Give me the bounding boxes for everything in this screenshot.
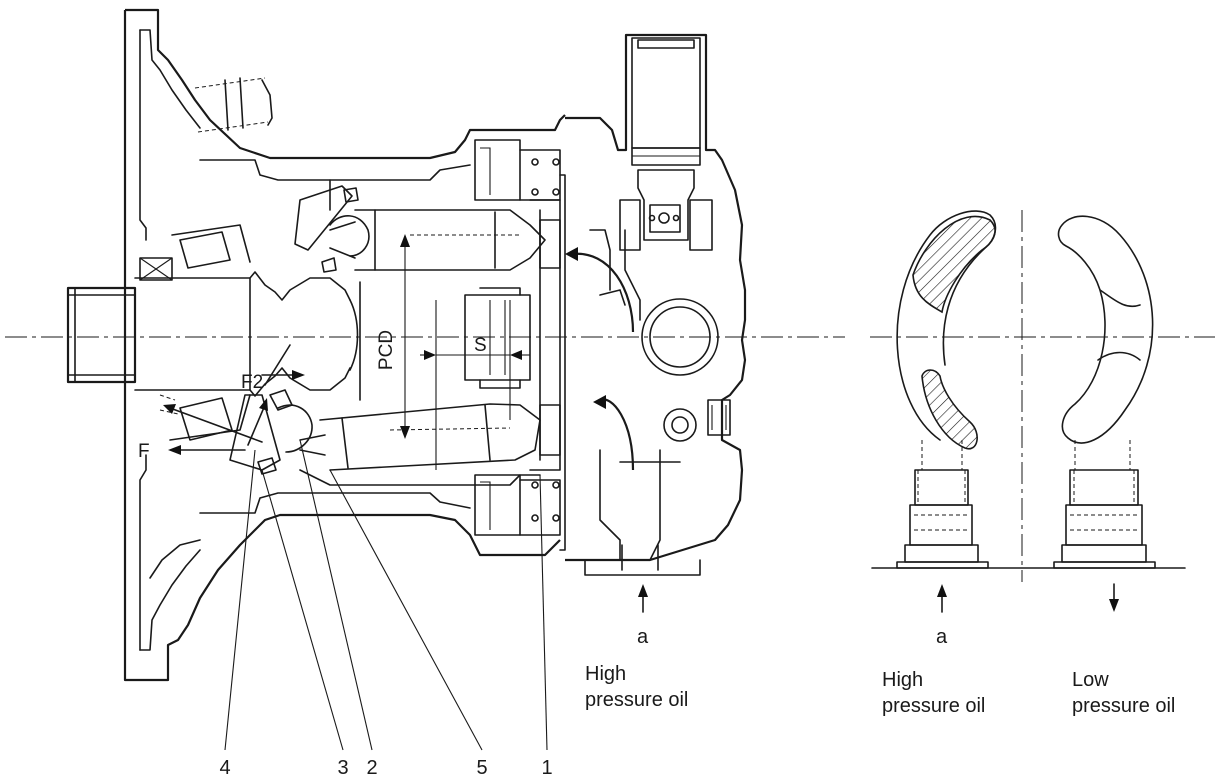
pcd-dimension [400,234,410,439]
right-high-line1: High [882,669,923,691]
high-pressure-line2: pressure oil [585,689,688,711]
right-high-line2: pressure oil [882,695,985,717]
stroke-dimension [420,300,530,470]
callout-leaders [224,439,548,751]
outlet-arrow-right [1109,583,1119,612]
stroke-label: S [474,335,487,356]
output-shaft [66,224,351,441]
inlet-arrow-right [937,584,947,613]
inlet-arrow-left [638,584,648,613]
force-f-label: F [138,441,150,462]
callout-1: 1 [541,757,552,779]
callout-5: 5 [476,757,487,779]
port-a-left-label: a [637,626,649,648]
port-a-right-label: a [936,626,948,648]
callout-4: 4 [219,757,230,779]
right-low-line2: pressure oil [1072,695,1175,717]
flow-arrowhead-lower [593,395,606,409]
callout-2: 2 [366,757,377,779]
callout-3: 3 [337,757,348,779]
high-pressure-line1: High [585,663,626,685]
force-arrows [163,344,305,455]
force-f2-label: F2 [241,372,263,393]
flow-arrowhead-upper [565,247,578,261]
cylinder-block [229,179,546,486]
valve-body [565,33,747,576]
motor-housing [123,8,566,682]
pcd-label: PCD [376,330,397,370]
centerlines [5,210,1215,582]
valve-plate-view [871,210,1186,569]
right-low-line1: Low [1072,669,1109,691]
